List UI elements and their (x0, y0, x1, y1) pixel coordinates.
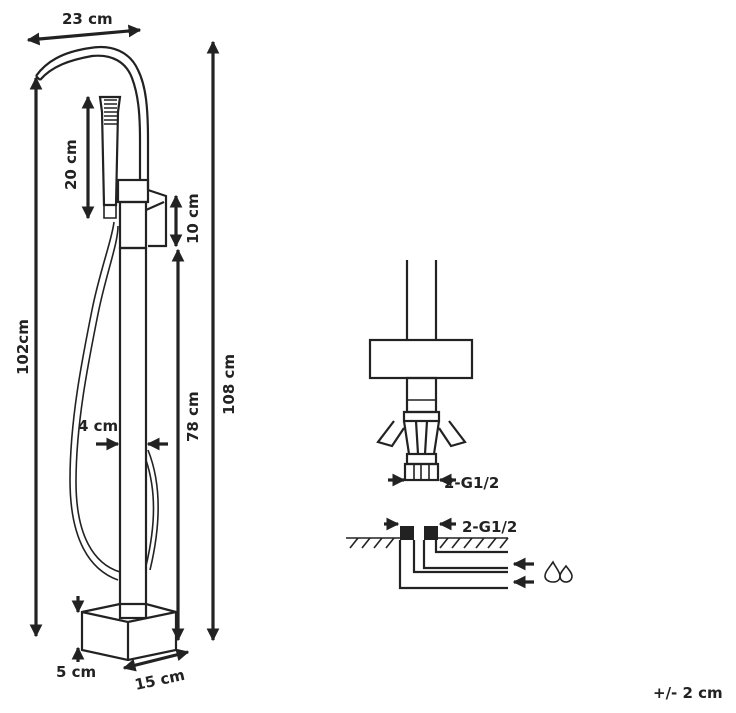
hand-shower (98, 95, 122, 219)
pillar-height-label: 78 cm (184, 391, 202, 442)
hose (69, 221, 121, 581)
lower-thread-label: 2-G1/2 (462, 518, 517, 536)
spout-height-label: 102cm (14, 319, 32, 375)
tolerance-label: +/- 2 cm (653, 684, 723, 702)
faucet-drawing (35, 45, 178, 662)
spout (35, 45, 150, 190)
handshower-length-label: 20 cm (62, 139, 80, 190)
spout-width-label: 23 cm (62, 10, 113, 28)
water-drops-icon (544, 560, 573, 583)
connection-detail: 2-G1/2 2-G1/2 (346, 260, 573, 590)
base (80, 602, 178, 662)
pillar (118, 246, 148, 620)
base-width-label: 15 cm (133, 666, 186, 694)
mounting-bracket (376, 410, 467, 455)
floor-section (346, 526, 509, 590)
upper-thread-label: 2-G1/2 (444, 474, 499, 492)
pillar-width-label: 4 cm (78, 417, 118, 435)
dimension-lines (26, 24, 220, 672)
mixer-body (116, 178, 168, 250)
mixer-height-label: 10 cm (184, 193, 202, 244)
base-height-label: 5 cm (56, 663, 96, 681)
total-height-label: 108 cm (220, 354, 238, 415)
